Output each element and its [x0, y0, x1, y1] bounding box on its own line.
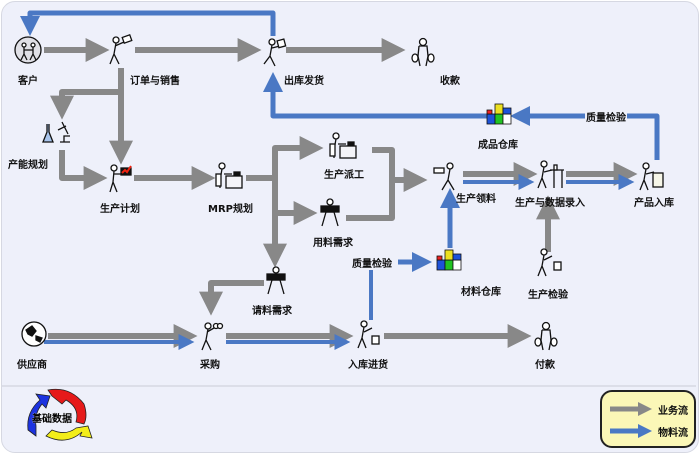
legend-label: 物料流 — [658, 428, 688, 439]
salesperson-icon — [109, 33, 133, 65]
courier-icon — [263, 38, 287, 67]
money-bags-icon — [411, 37, 435, 67]
arrow-dispatch-demand-to-picking — [346, 147, 418, 221]
blocks-icon — [436, 249, 462, 271]
node-inbound-receiving: 入库进货 — [348, 360, 388, 371]
buyer-icon — [201, 322, 224, 351]
node-material-request: 请料需求 — [252, 306, 292, 317]
desk-worker-icon — [215, 162, 243, 189]
arrow-shipping-to-customer — [20, 10, 276, 36]
node-payment: 付款 — [535, 360, 555, 371]
cycle-arrows-icon — [27, 388, 93, 441]
carrier-icon — [433, 162, 455, 191]
node-collection: 收款 — [440, 76, 460, 87]
node-purchasing: 采购 — [200, 360, 220, 371]
node-order-sales: 订单与销售 — [130, 76, 180, 87]
arrow-order-to-capacity — [50, 68, 124, 120]
lab-microscope-icon — [42, 121, 70, 143]
arrow-mrp-to-dispatch — [246, 136, 324, 181]
node-material-demand: 用料需求 — [313, 238, 353, 249]
arrow-warehouse-to-shipping — [263, 72, 490, 119]
node-material-picking: 生产领料 — [456, 194, 496, 205]
legend-item-material-flow: 物料流 — [608, 423, 694, 439]
workbench-icon — [537, 160, 564, 189]
arrow-capacity-to-plan — [59, 150, 108, 190]
gray-arrow-icon — [610, 402, 652, 416]
arrow-mrp-to-demand — [272, 178, 318, 225]
node-capacity-planning: 产能规划 — [8, 160, 48, 171]
node-outbound-shipping: 出库发货 — [284, 76, 324, 87]
node-mrp-planning: MRP规划 — [208, 204, 253, 215]
node-quality-inspection-mid: 质量检验 — [351, 255, 393, 270]
inspector-icon — [537, 248, 562, 277]
money-bags-icon — [534, 321, 558, 351]
presenter-chart-icon — [109, 164, 132, 193]
node-customer: 客户 — [18, 76, 38, 87]
node-quality-inspection-top: 质量检验 — [585, 109, 627, 124]
node-material-warehouse: 材料仓库 — [461, 287, 501, 298]
divider — [2, 385, 696, 387]
inspector-icon — [357, 320, 380, 349]
node-production-inspection: 生产检验 — [528, 290, 568, 301]
basic-data-label: 基础数据 — [32, 414, 72, 425]
legend-item-business-flow: 业务流 — [608, 401, 694, 417]
worker-icon — [266, 266, 286, 295]
legend-label: 业务流 — [658, 406, 688, 417]
basic-data: 基础数据 — [22, 386, 96, 446]
box-packer-icon — [639, 162, 664, 191]
node-production-plan: 生产计划 — [100, 204, 140, 215]
legend: 业务流 物料流 — [600, 390, 696, 448]
arrow-request-to-purchasing — [199, 280, 264, 316]
desk-worker-icon — [329, 132, 357, 159]
arrow-storage-to-warehouse — [510, 106, 660, 160]
node-production-data-entry: 生产与数据录入 — [515, 198, 585, 209]
node-product-storage: 产品入库 — [634, 198, 674, 209]
node-production-dispatch: 生产派工 — [324, 170, 364, 181]
globe-icon — [21, 321, 47, 347]
node-finished-goods-warehouse: 成品仓库 — [478, 140, 518, 151]
worker-icon — [320, 198, 340, 227]
customers-icon — [14, 36, 42, 64]
node-supplier: 供应商 — [17, 360, 47, 371]
blue-arrow-icon — [610, 424, 652, 438]
blocks-icon — [486, 103, 512, 125]
